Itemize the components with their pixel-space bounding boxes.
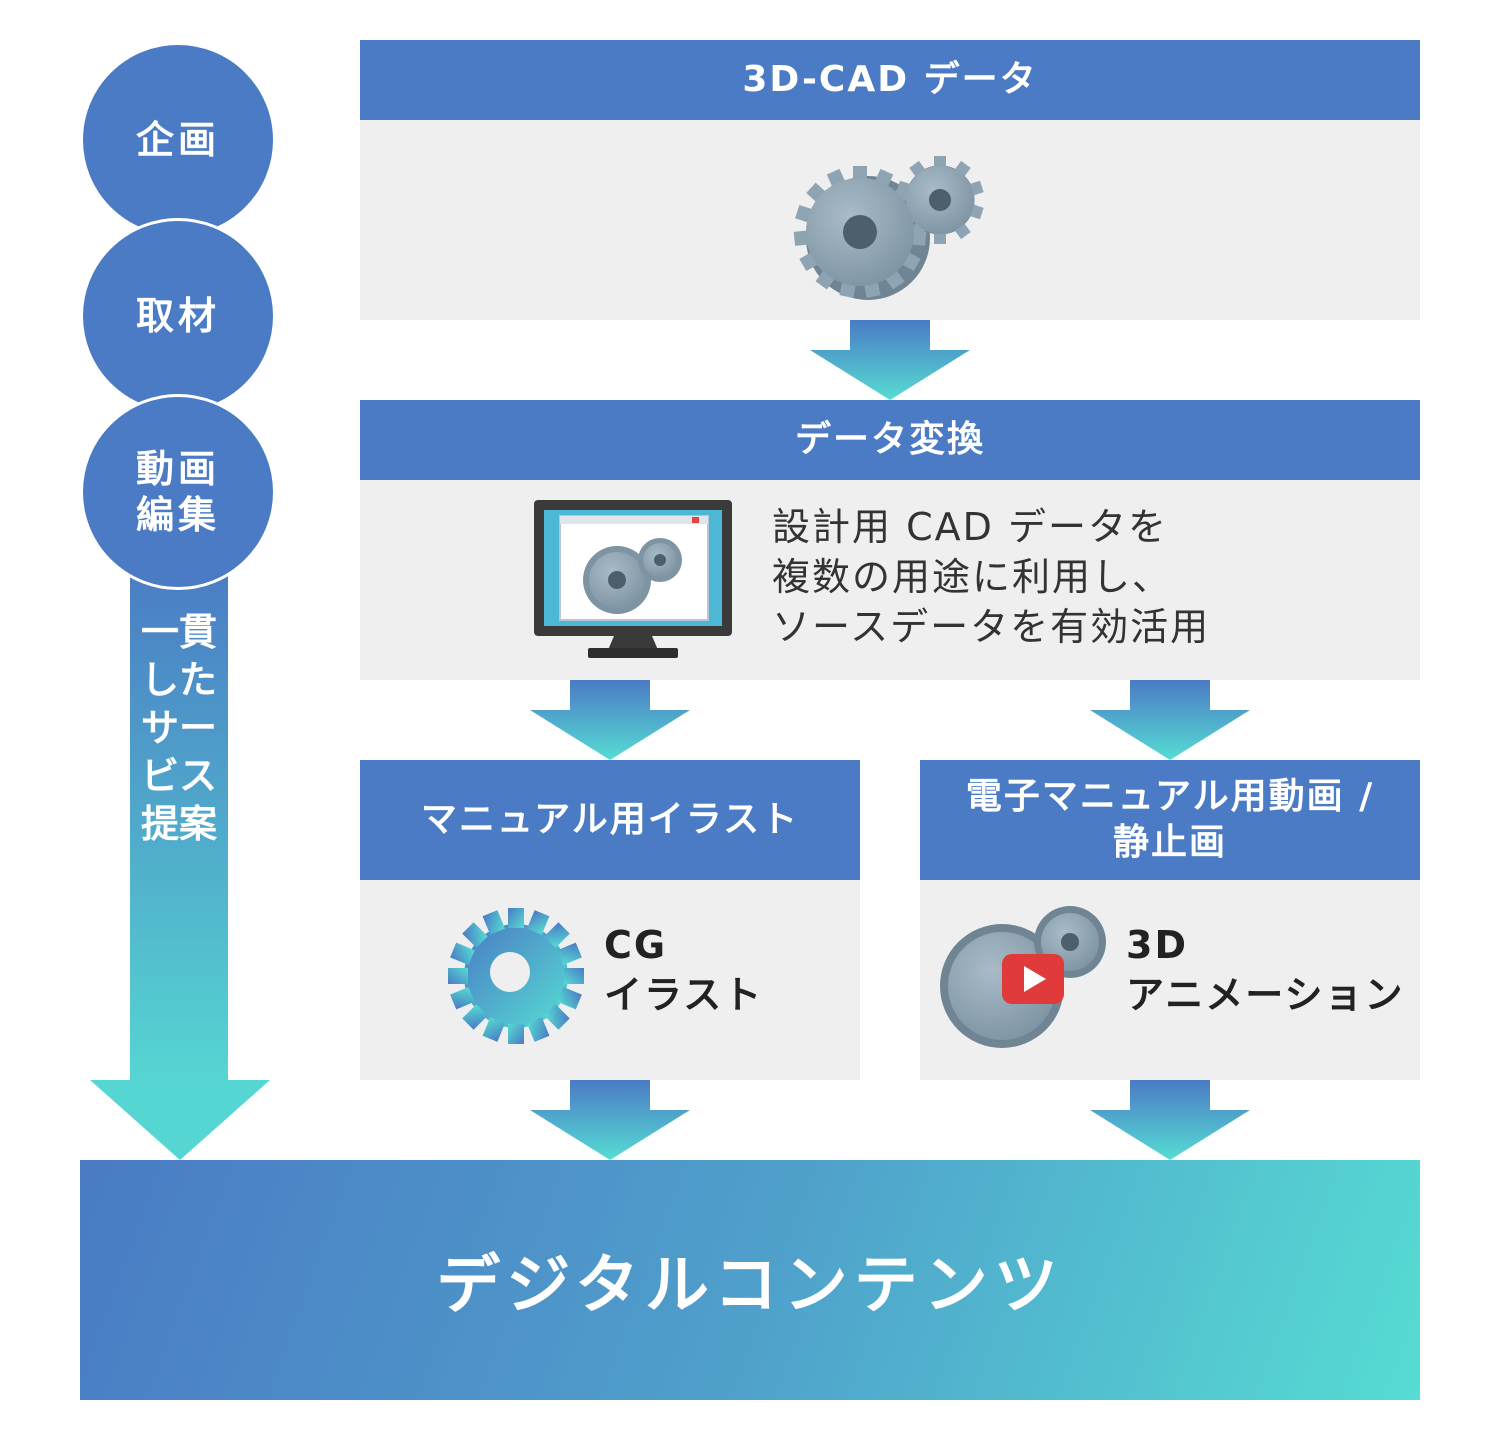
monitor-gears-icon bbox=[534, 500, 732, 658]
arrow-down-1 bbox=[810, 320, 970, 400]
service-proposal-label: 一貫したサービス提案 bbox=[140, 610, 217, 846]
cad-title: 3D-CAD データ bbox=[742, 59, 1038, 100]
gears-play-icon bbox=[940, 906, 1106, 1048]
gears-icon bbox=[793, 156, 984, 300]
illust-label: CG イラスト bbox=[604, 923, 764, 1017]
arrow-down-4 bbox=[530, 1080, 690, 1160]
gear-icon bbox=[448, 908, 584, 1044]
arrow-down-3 bbox=[1090, 680, 1250, 760]
video-header: 電子マニュアル用動画 / 静止画 bbox=[920, 760, 1420, 880]
convert-panel: 設計用 CAD データを 複数の用途に利用し、 ソースデータを有効活用 bbox=[360, 480, 1420, 680]
cad-panel bbox=[360, 120, 1420, 320]
digital-content-title: デジタルコンテンツ bbox=[436, 1249, 1064, 1323]
video-label: 3D アニメーション bbox=[1126, 923, 1405, 1017]
vertical-arrow-head bbox=[90, 1080, 270, 1160]
convert-description: 設計用 CAD データを 複数の用途に利用し、 ソースデータを有効活用 bbox=[772, 505, 1211, 649]
circle-planning: 企画 bbox=[80, 42, 276, 238]
cad-header: 3D-CAD データ bbox=[360, 40, 1420, 120]
circle-video-editing-label: 動画 編集 bbox=[135, 447, 220, 537]
illust-title: マニュアル用イラスト bbox=[420, 799, 800, 840]
circle-interview-label: 取材 bbox=[135, 294, 220, 338]
convert-header: データ変換 bbox=[360, 400, 1420, 480]
vertical-arrow-stem bbox=[130, 560, 228, 1084]
circle-planning-label: 企画 bbox=[135, 118, 220, 162]
illust-panel: CG イラスト bbox=[360, 880, 860, 1080]
video-panel: 3D アニメーション bbox=[920, 880, 1420, 1080]
digital-content-box: デジタルコンテンツ bbox=[80, 1160, 1420, 1400]
circle-video-editing: 動画 編集 bbox=[80, 394, 276, 590]
video-title: 電子マニュアル用動画 / 静止画 bbox=[965, 776, 1375, 863]
arrow-down-5 bbox=[1090, 1080, 1250, 1160]
convert-title: データ変換 bbox=[794, 419, 985, 460]
arrow-down-2 bbox=[530, 680, 690, 760]
illust-header: マニュアル用イラスト bbox=[360, 760, 860, 880]
circle-interview: 取材 bbox=[80, 218, 276, 414]
